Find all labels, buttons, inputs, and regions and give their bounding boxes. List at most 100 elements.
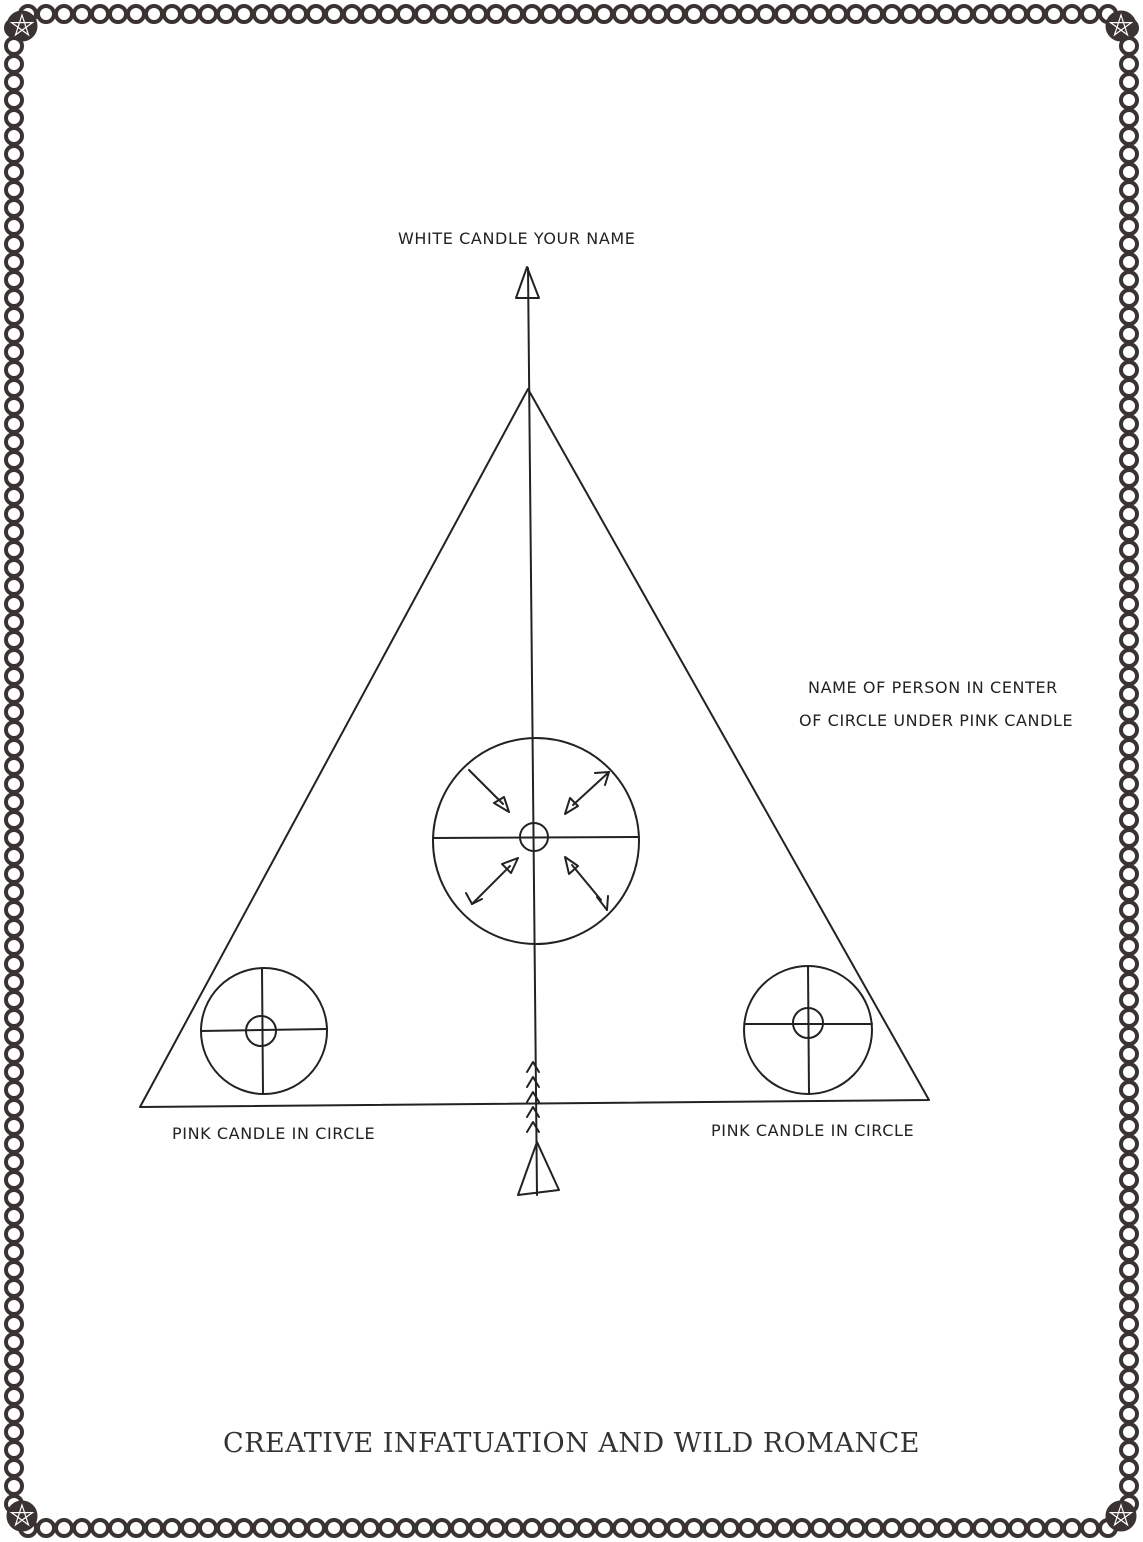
border-scallop — [1121, 1280, 1137, 1296]
border-scallop — [272, 1520, 288, 1536]
border-scallop — [6, 776, 22, 792]
border-scallop — [92, 6, 108, 22]
border-scallop — [6, 704, 22, 720]
border-scallop — [6, 1082, 22, 1098]
border-scallop — [6, 650, 22, 666]
border-scallop — [6, 1316, 22, 1332]
border-scallop — [488, 1520, 504, 1536]
border-scallop — [1121, 866, 1137, 882]
border-scallop — [1121, 776, 1137, 792]
label-pink-candle-left: PINK CANDLE IN CIRCLE — [172, 1124, 375, 1143]
border-scallop — [6, 1010, 22, 1026]
border-scallop — [6, 290, 22, 306]
border-scallop — [1121, 1010, 1137, 1026]
border-scallop — [1121, 1352, 1137, 1368]
border-scallop — [6, 614, 22, 630]
border-scallop — [1121, 452, 1137, 468]
border-scallop — [794, 1520, 810, 1536]
border-scallop — [866, 1520, 882, 1536]
border-scallop — [362, 1520, 378, 1536]
border-scallop — [1121, 1082, 1137, 1098]
border-scallop — [1121, 398, 1137, 414]
pentacle-icon — [1106, 1501, 1136, 1531]
border-scallop — [1121, 416, 1137, 432]
border-scallop — [254, 6, 270, 22]
border-scallop — [992, 6, 1008, 22]
border-scallop — [146, 6, 162, 22]
border-scallop — [6, 1406, 22, 1422]
border-scallop — [1121, 434, 1137, 450]
center-circle — [433, 738, 639, 944]
border-scallop — [6, 146, 22, 162]
border-scallop — [6, 506, 22, 522]
border-scallop — [128, 6, 144, 22]
border-scallop — [614, 1520, 630, 1536]
border-scallop — [1010, 1520, 1026, 1536]
border-scallop — [704, 1520, 720, 1536]
border-scallop — [6, 938, 22, 954]
border-scallop — [1121, 542, 1137, 558]
border-scallop — [38, 1520, 54, 1536]
border-scallop — [1121, 1190, 1137, 1206]
border-scallop — [110, 1520, 126, 1536]
border-scallop — [1121, 902, 1137, 918]
border-scallop — [650, 6, 666, 22]
border-scallop — [110, 6, 126, 22]
border-scallop — [6, 560, 22, 576]
border-scallop — [1121, 128, 1137, 144]
border-scallop — [236, 6, 252, 22]
border-scallop — [6, 1478, 22, 1494]
border-scallop — [1121, 1298, 1137, 1314]
border-scallop — [272, 6, 288, 22]
border-scallop — [1082, 6, 1098, 22]
border-scallop — [506, 6, 522, 22]
border-scallop — [1121, 344, 1137, 360]
border-scallop — [668, 1520, 684, 1536]
border-scallop — [1121, 146, 1137, 162]
border-scallop — [290, 6, 306, 22]
border-scallop — [938, 6, 954, 22]
border-scallop — [740, 6, 756, 22]
border-scallop — [632, 1520, 648, 1536]
border-scallop — [290, 1520, 306, 1536]
vertical-axis-line — [528, 268, 537, 1195]
border-scallop — [6, 578, 22, 594]
border-scallop — [1121, 812, 1137, 828]
border-scallop — [6, 596, 22, 612]
border-scallop — [6, 470, 22, 486]
border-scallop — [6, 380, 22, 396]
border-scallop — [974, 1520, 990, 1536]
border-scallop — [6, 1100, 22, 1116]
border-scallop — [6, 1280, 22, 1296]
border-scallop — [884, 6, 900, 22]
border-scallop — [6, 416, 22, 432]
border-scallop — [1121, 182, 1137, 198]
border-scallop — [6, 1190, 22, 1206]
border-scallop — [1121, 758, 1137, 774]
border-scallop — [6, 524, 22, 540]
border-scallop — [1121, 740, 1137, 756]
border-scallop — [1121, 1118, 1137, 1134]
border-scallop — [6, 272, 22, 288]
border-scallop — [56, 6, 72, 22]
border-scallop — [380, 1520, 396, 1536]
border-scallop — [6, 452, 22, 468]
border-scallop — [758, 1520, 774, 1536]
border-scallop — [1121, 668, 1137, 684]
border-scallop — [1121, 632, 1137, 648]
border-scallop — [6, 164, 22, 180]
border-scallop — [1121, 848, 1137, 864]
border-scallop — [1121, 614, 1137, 630]
border-scallop — [488, 6, 504, 22]
border-scallop — [6, 1370, 22, 1386]
border-scallop — [6, 92, 22, 108]
border-scallop — [6, 794, 22, 810]
border-scallop — [6, 974, 22, 990]
border-scallop — [596, 6, 612, 22]
border-scallop — [686, 1520, 702, 1536]
border-scallop — [6, 668, 22, 684]
border-scallop — [920, 6, 936, 22]
border-scallop — [6, 74, 22, 90]
border-scallop — [1121, 596, 1137, 612]
border-scallop — [128, 1520, 144, 1536]
